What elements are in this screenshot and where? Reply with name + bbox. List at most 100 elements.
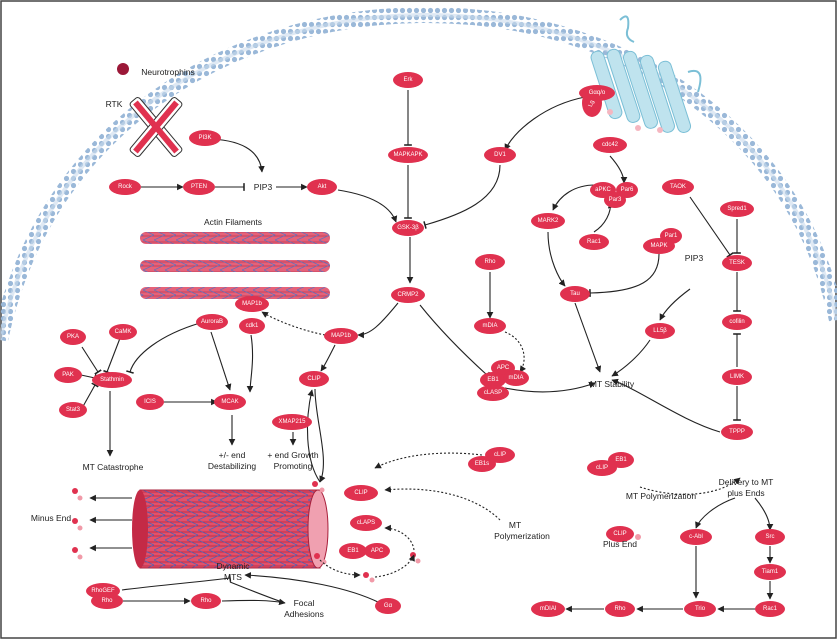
node-pka: PKA: [60, 329, 86, 345]
node-clip-c: CLIP: [344, 485, 378, 501]
node-tau: Tau: [560, 286, 590, 302]
node-icis: ICIS: [136, 394, 164, 410]
node-label: Gα: [384, 603, 393, 609]
node-label: cLIP: [596, 465, 608, 471]
node-label: LIMK: [730, 374, 744, 380]
node-rho-d: Rho: [191, 593, 221, 609]
node-shape: [375, 598, 401, 614]
node-label: Rho: [200, 598, 212, 604]
node-rac1-b: Rac1: [755, 601, 785, 617]
node-label: Spred1: [727, 206, 747, 212]
rtk-label: RTK: [106, 99, 123, 109]
node-rho-b: Rho: [605, 601, 635, 617]
node-clip-a: CLIP: [299, 371, 329, 387]
node-label: APC: [497, 365, 510, 371]
node-mapkapk: MAPKAPK: [388, 147, 428, 163]
node-crmp2: CRMP2: [391, 287, 425, 303]
node-label: mDIA: [483, 323, 498, 329]
actin-filaments: [140, 232, 330, 299]
node-rho-a: Rho: [475, 254, 505, 270]
node-tiam1: Tiam1: [754, 564, 786, 580]
node-label: Erk: [404, 77, 414, 83]
node-cofilin: cofilin: [722, 314, 752, 330]
node-shape: [605, 601, 635, 617]
node-cdc42: cdc42: [593, 137, 627, 153]
node-label: c-Abl: [689, 534, 703, 540]
node-shape: [755, 529, 785, 545]
node-label: Stat3: [66, 407, 81, 413]
node-label: RhoGEF: [91, 588, 115, 594]
node-label: ICIS: [144, 399, 156, 405]
node-label: Rho: [101, 598, 113, 604]
node-label: Rac1: [587, 239, 602, 245]
minus-end-label: Minus End: [31, 513, 71, 523]
node-shape: [391, 287, 425, 303]
node-shape: [214, 394, 246, 410]
node-label: AuroraB: [201, 319, 223, 325]
node-shape: [350, 515, 382, 531]
node-label: Trio: [695, 606, 706, 612]
node-spred1: Spred1: [720, 201, 754, 217]
node-shape: [722, 255, 752, 271]
node-mdia-a: mDIA: [474, 318, 506, 334]
node-label: CLIP: [354, 490, 367, 496]
node-label: cLASP: [484, 390, 502, 396]
node-label: CaMK: [115, 329, 132, 335]
node-limk: LIMK: [722, 369, 752, 385]
node-shape: [475, 254, 505, 270]
node-shape: [560, 286, 590, 302]
node-cdk1: cdk1: [239, 318, 265, 334]
node-clip-d: cLIP: [587, 460, 617, 476]
node-label: PKA: [67, 334, 79, 340]
destabilizing-label-1: +/- end: [219, 450, 246, 460]
node-rac1-a: Rac1: [579, 234, 609, 250]
node-label: CRMP2: [397, 292, 419, 298]
node-shape: [721, 424, 753, 440]
node-shape: [503, 370, 529, 386]
node-label: Gαq/o: [589, 90, 606, 96]
node-label: Akt: [318, 184, 327, 190]
node-mapk: MAPK: [643, 238, 675, 254]
node-mdia-b: mDIA: [503, 370, 529, 386]
node-shape: [684, 601, 716, 617]
node-label: PI3K: [198, 135, 211, 141]
node-clasp-a: cLASP: [477, 385, 509, 401]
node-tppp: TPPP: [721, 424, 753, 440]
node-shape: [579, 234, 609, 250]
neurotrophin-ligand: [117, 63, 129, 75]
mt-polymerization-b: MT Polymerization: [626, 491, 696, 501]
node-shape: [324, 328, 358, 344]
node-label: MAP1b: [331, 333, 351, 339]
node-shape: [531, 213, 565, 229]
node-pi3k: PI3K: [189, 130, 221, 146]
node-shape: [643, 238, 675, 254]
node-shape: [183, 179, 215, 195]
node-shape: [392, 220, 424, 236]
node-shape: [531, 601, 565, 617]
mt-polymerization-a-1: MT: [509, 520, 521, 530]
node-stat3: Stat3: [59, 402, 87, 418]
node-shape: [339, 543, 367, 559]
node-label: EB1s: [475, 461, 489, 467]
node-shape: [59, 402, 87, 418]
node-stathmin: Stathmin: [92, 372, 132, 388]
mt-polymerization-a-2: Polymerization: [494, 531, 550, 541]
dynamic-label-1: Dynamic: [216, 561, 250, 571]
node-pak: PAK: [54, 367, 82, 383]
node-ga: Gα: [375, 598, 401, 614]
node-shape: [474, 318, 506, 334]
node-eb1-b: EB1: [339, 543, 367, 559]
node-eb1-a: EB1: [480, 372, 506, 388]
node-eb1-c: EB1: [608, 452, 634, 468]
node-label: cdk1: [246, 323, 259, 329]
node-tesk: TESK: [722, 255, 752, 271]
cell-membrane: [0, 7, 837, 342]
node-shape: [722, 314, 752, 330]
node-shape: [662, 179, 694, 195]
focal-label-2: Adhesions: [284, 609, 324, 619]
growth-label-1: + end Growth: [267, 450, 319, 460]
node-label: MARK2: [538, 218, 559, 224]
node-label: mDIAl: [540, 606, 556, 612]
node-shape: [235, 296, 269, 312]
node-label: EB1: [347, 548, 359, 554]
